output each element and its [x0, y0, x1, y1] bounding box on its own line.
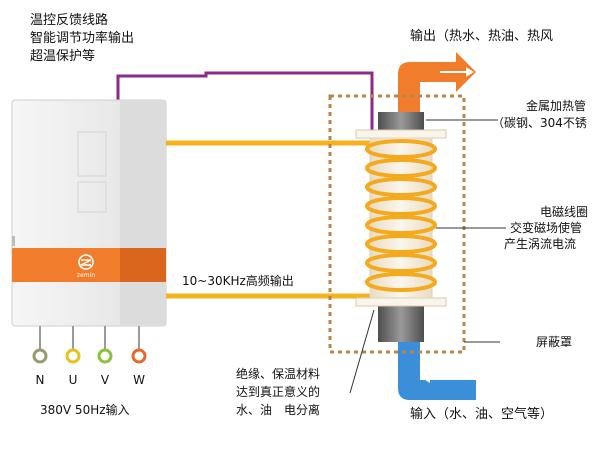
feedback-label-line1: 温控反馈线路 — [30, 12, 108, 28]
output-label: 输出（热水、热油、热风 — [410, 28, 553, 44]
heater-controller: zemin — [11, 99, 167, 327]
coil-label-line2: 交变磁场使管 — [510, 220, 582, 235]
terminal-w-label: W — [133, 373, 145, 387]
shield-enclosure — [328, 94, 466, 354]
power-terminals — [32, 326, 147, 364]
feedback-label-line2: 智能调节功率输出 — [30, 30, 134, 46]
metal-pipe-label-line1: 金属加热管 — [526, 98, 586, 113]
terminal-v-icon — [97, 348, 113, 364]
controller-window-top — [77, 131, 107, 177]
insulation-label-line3: 水、油 电分离 — [236, 402, 320, 417]
shield-label: 屏蔽罩 — [536, 335, 572, 349]
leader-lines — [349, 119, 506, 394]
flange-top — [355, 129, 447, 139]
metal-pipe-label-line2: （碳钢、304不锈 — [492, 116, 587, 130]
terminal-w-icon — [131, 348, 147, 364]
logo-text: zemin — [77, 272, 95, 279]
controller-side-panel — [120, 100, 166, 326]
cold-input-arrow-icon — [398, 340, 476, 400]
controller-vent — [12, 236, 15, 246]
terminal-u-icon — [65, 348, 81, 364]
logo-icon — [78, 254, 94, 270]
insulation-label-line2: 达到真正意义的 — [236, 384, 320, 399]
terminal-n-label: N — [36, 373, 45, 387]
terminal-v-label: V — [101, 373, 110, 387]
input-label: 输入（水、油、空气等） — [410, 406, 553, 422]
controller-window-bottom — [77, 181, 107, 213]
feedback-label-line3: 超温保护等 — [30, 48, 95, 64]
induction-coil — [365, 139, 437, 292]
terminal-u-label: U — [69, 373, 78, 387]
controller-band-shadow — [120, 248, 166, 282]
flange-bottom — [355, 297, 447, 307]
coil-label-line3: 产生涡流电流 — [504, 237, 576, 251]
power-input-label: 380V 50Hz输入 — [40, 402, 130, 417]
hf-output-label: 10~30KHz高频输出 — [182, 273, 294, 288]
metal-pipe-bottom — [378, 306, 424, 342]
terminal-n-icon — [32, 348, 48, 364]
feedback-line — [116, 71, 374, 132]
coil-label-line1: 电磁线圈 — [540, 204, 588, 219]
insulation-label-line1: 绝缘、保温材料 — [236, 366, 320, 381]
